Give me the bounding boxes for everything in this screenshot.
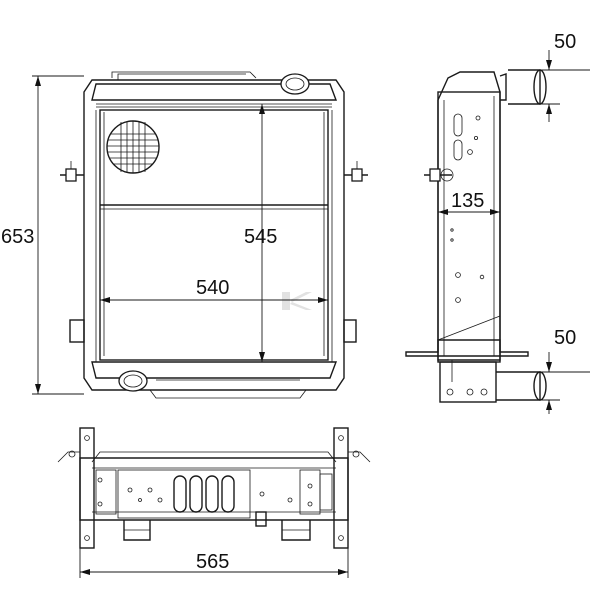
- right-mount-bracket: [343, 319, 357, 343]
- dimension-top-pipe: [540, 50, 590, 122]
- side-bottom-foot: [405, 339, 529, 357]
- side-view-mount: [424, 168, 454, 182]
- left-mount-bracket: [69, 319, 85, 343]
- side-filler-pipe: [499, 73, 507, 101]
- front-frame-outline: [83, 79, 345, 391]
- watermark-logo: [282, 292, 312, 310]
- dimension-side-depth: [438, 209, 500, 215]
- label-overall-width: 565: [196, 551, 229, 573]
- dimension-overall-height: [32, 75, 84, 395]
- bottom-right-bracket: [333, 427, 349, 549]
- dimension-overall-width: [79, 548, 349, 578]
- side-slot-top: [453, 113, 463, 137]
- label-bottom-pipe: 50: [554, 327, 576, 349]
- radiator-core: [99, 109, 329, 361]
- round-cooler-grid: [106, 120, 160, 174]
- right-side-mount: [344, 161, 368, 182]
- label-side-depth: 135: [451, 190, 484, 212]
- label-core-height: 545: [244, 226, 277, 248]
- left-side-mount: [60, 161, 84, 182]
- bottom-body-outline: [79, 457, 349, 521]
- bottom-oval-slots: [173, 475, 235, 513]
- side-body-outline: [437, 71, 501, 361]
- bottom-view: [57, 427, 371, 549]
- filler-neck: [280, 73, 310, 95]
- label-overall-height: 653: [1, 226, 34, 248]
- label-top-pipe: 50: [554, 31, 576, 53]
- front-view: [60, 71, 368, 399]
- label-core-width: 540: [196, 277, 229, 299]
- dimension-core-width: [100, 297, 328, 303]
- dimension-bottom-pipe: [540, 352, 590, 414]
- drain-outlet: [118, 370, 148, 392]
- bottom-tank: [91, 361, 338, 379]
- side-view: [405, 69, 547, 403]
- side-bottom-pipe: [496, 371, 541, 401]
- bottom-left-bracket: [79, 427, 95, 549]
- dimension-core-height: [259, 104, 265, 362]
- side-slot-middle: [453, 139, 463, 161]
- top-tank: [91, 83, 338, 101]
